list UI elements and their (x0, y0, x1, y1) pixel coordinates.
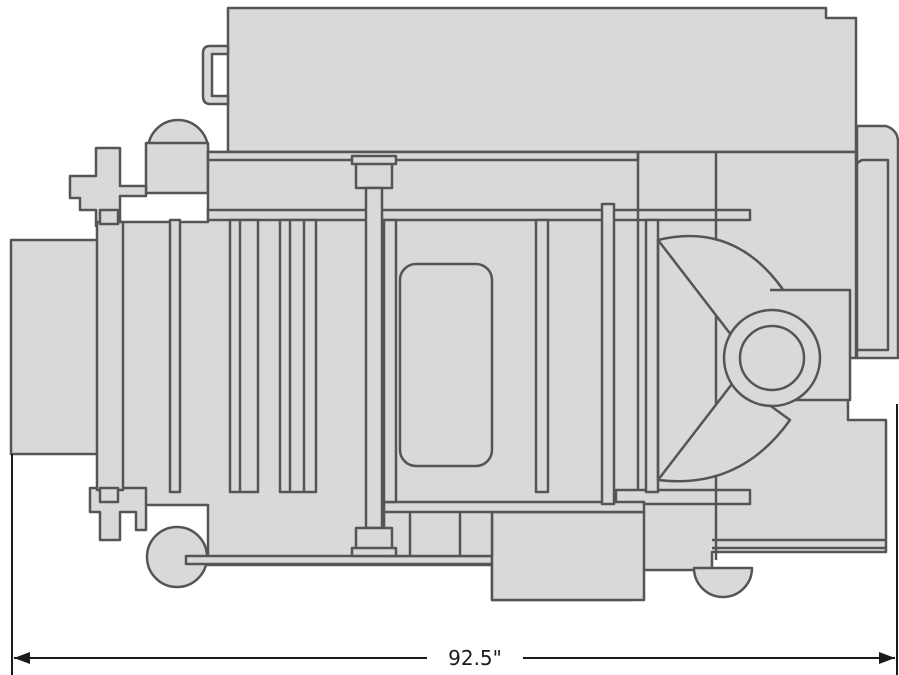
column-2 (228, 218, 260, 494)
shaft-top-flange (350, 154, 398, 166)
column-1 (168, 218, 182, 494)
top-cap-block (144, 141, 210, 195)
column-3 (278, 218, 318, 494)
shaft-bottom-cap (354, 526, 394, 552)
column-4 (382, 218, 398, 504)
handle (201, 44, 230, 106)
dimension-label: 92.5" (427, 645, 523, 671)
central-shaft (364, 186, 384, 530)
viewing-window (398, 262, 494, 468)
column-5 (534, 218, 550, 494)
bottom-compartment (382, 508, 494, 558)
roller-bottom-cap (98, 486, 120, 504)
roller (95, 220, 125, 492)
machine-body (9, 6, 899, 602)
dimension-arrowhead-right (879, 652, 895, 664)
bottom-box (490, 510, 646, 602)
top-housing (226, 6, 858, 154)
roller-top-cap (98, 208, 120, 226)
fan-blade-lower (656, 378, 792, 483)
lower-bar (382, 500, 646, 514)
rear-wheel (692, 566, 754, 599)
left-block (9, 238, 103, 456)
dimension-arrowhead-left (14, 652, 30, 664)
column-6 (600, 202, 616, 506)
column-7 (644, 218, 660, 494)
upper-rail (206, 208, 752, 222)
shaft-bottom-flange (350, 546, 398, 558)
fan-hub-inner (738, 324, 806, 392)
upper-bar (206, 150, 640, 162)
